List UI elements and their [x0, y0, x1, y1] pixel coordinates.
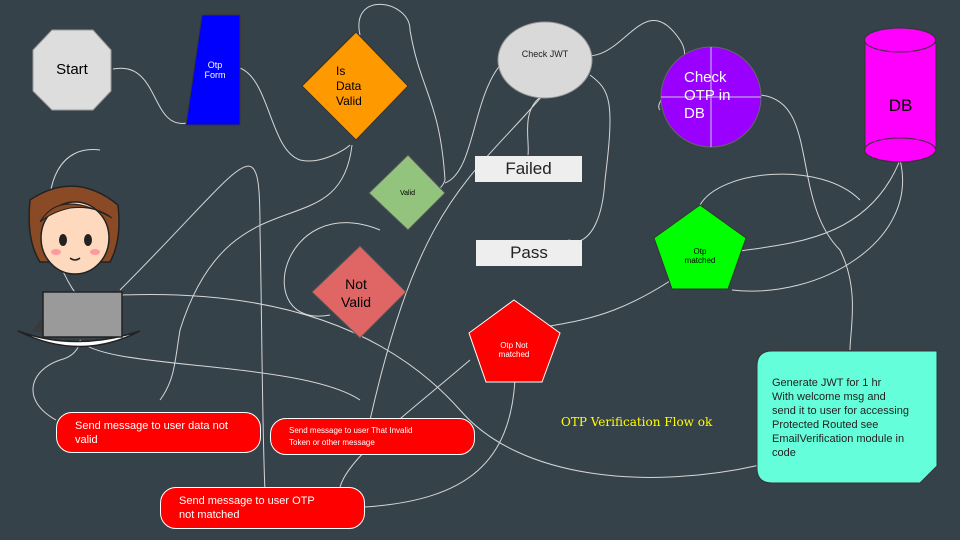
otp-not-matched-label: Otp Not matched	[498, 340, 530, 359]
message-otp-not-matched: Send message to user OTP not matched	[160, 487, 365, 529]
valid-label: Valid	[399, 189, 416, 197]
message-data-not-valid: Send message to user data not valid	[56, 412, 261, 453]
connector	[527, 94, 544, 156]
failed-box: Failed	[475, 156, 582, 182]
otp-matched-label: Otp matched	[684, 246, 716, 265]
connector	[112, 67, 188, 124]
db-label: DB	[888, 96, 913, 116]
otp-form-node	[185, 14, 241, 126]
connector	[283, 222, 381, 317]
connector	[119, 165, 266, 493]
otp-matched-node	[653, 204, 747, 290]
woman-at-laptop-icon	[17, 185, 141, 348]
is-data-valid-node	[301, 31, 409, 141]
message-text: Send message to user data not valid	[75, 419, 228, 446]
connector	[239, 67, 351, 162]
generate-jwt-node	[756, 350, 938, 484]
start-node	[32, 29, 112, 111]
connector	[364, 379, 516, 508]
connector	[159, 144, 353, 401]
message-invalid-token: Send message to user That Invalid Token …	[270, 418, 475, 455]
pass-box: Pass	[476, 240, 582, 266]
connector	[759, 94, 853, 351]
otp-not-matched-node	[468, 299, 561, 383]
message-text: Send message to user That Invalid Token …	[289, 425, 413, 447]
otp-form-label: Otp Form	[204, 59, 226, 80]
connector	[731, 159, 903, 292]
db-node	[864, 27, 937, 163]
connector-lines	[32, 3, 903, 508]
start-label: Start	[56, 61, 88, 79]
connector	[121, 294, 761, 478]
message-text: Send message to user OTP not matched	[179, 495, 315, 521]
connector	[369, 94, 544, 421]
check-jwt-label: Check JWT	[521, 48, 569, 59]
connector	[699, 173, 861, 206]
connector	[32, 339, 81, 421]
valid-node	[368, 154, 446, 231]
check-jwt-node	[497, 21, 593, 99]
check-otp-label: Check OTP in DB	[684, 69, 731, 122]
not-valid-node	[311, 245, 407, 339]
generate-jwt-label: Generate JWT for 1 hr With welcome msg a…	[772, 377, 909, 459]
is-data-valid-label: Is Data Valid	[336, 64, 362, 108]
connector	[79, 339, 361, 401]
diagram-title: OTP Verification Flow ok	[561, 415, 713, 429]
not-valid-label: Not Valid	[340, 276, 372, 310]
